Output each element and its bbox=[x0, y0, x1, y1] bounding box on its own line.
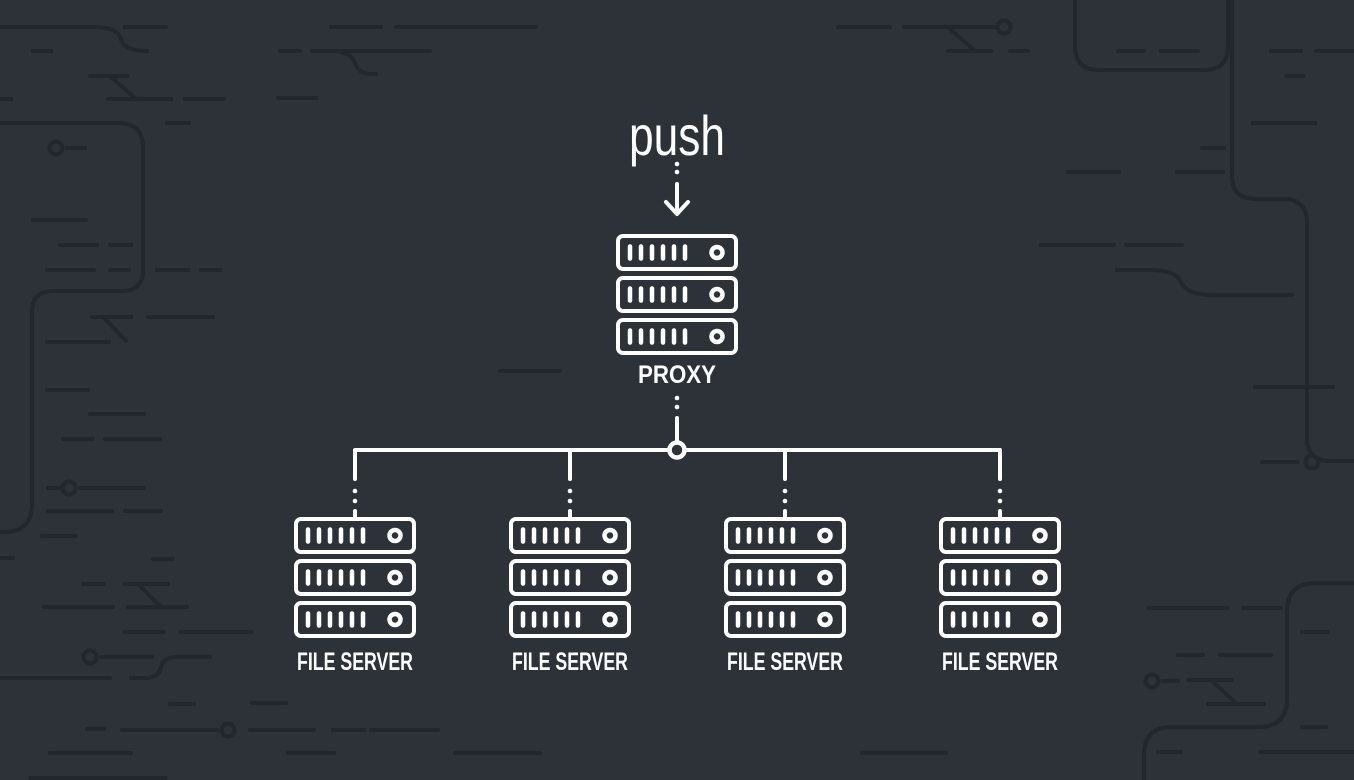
file-server-stack-icon bbox=[726, 519, 844, 636]
proxy-server-stack-icon bbox=[618, 236, 736, 353]
file-server-label: FILE SERVER bbox=[512, 648, 628, 676]
file-server-node-4: FILE SERVER bbox=[941, 519, 1059, 676]
file-server-stack-icon bbox=[296, 519, 414, 636]
connector-tree bbox=[352, 395, 1003, 520]
push-label: push bbox=[629, 104, 725, 167]
file-server-node-1: FILE SERVER bbox=[296, 519, 414, 676]
file-server-label: FILE SERVER bbox=[297, 648, 413, 676]
proxy-node: PROXY bbox=[618, 236, 736, 389]
file-server-label: FILE SERVER bbox=[942, 648, 1058, 676]
file-server-stack-icon bbox=[511, 519, 629, 636]
file-server-label: FILE SERVER bbox=[727, 648, 843, 676]
junction-node-icon bbox=[667, 440, 687, 460]
file-server-node-2: FILE SERVER bbox=[511, 519, 629, 676]
file-server-stack-icon bbox=[941, 519, 1059, 636]
file-server-node-3: FILE SERVER bbox=[726, 519, 844, 676]
proxy-label: PROXY bbox=[638, 361, 716, 389]
push-arrow-icon bbox=[664, 161, 690, 216]
